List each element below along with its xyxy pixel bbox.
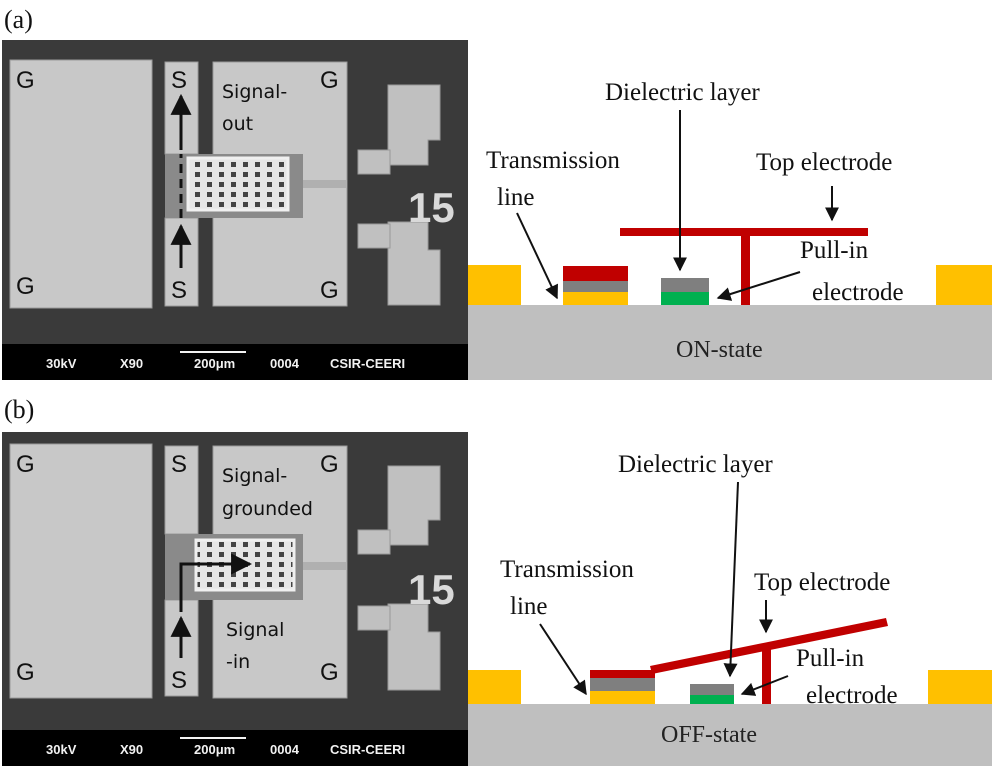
sem-institution-a: CSIR-CEERI <box>330 356 405 371</box>
arrow-signal-to-ground-b <box>179 553 253 612</box>
signal-grounded-line1: Signal- <box>222 465 287 487</box>
sem-institution-b: CSIR-CEERI <box>330 742 405 757</box>
signal-in-line1: Signal <box>226 619 284 641</box>
top-electrode-label-b: Top electrode <box>754 569 890 596</box>
side-structure-bottom-a <box>387 221 441 306</box>
s-label-b-top: S <box>171 451 187 478</box>
state-label-b: OFF-state <box>661 722 757 748</box>
sem-voltage-b: 30kV <box>46 742 77 757</box>
transmission-line-a <box>563 292 628 305</box>
sem-mag-b: X90 <box>120 742 143 757</box>
cross-section-a: ON-state Dielectric layer Top electrode … <box>468 79 992 380</box>
substrate-a <box>468 305 992 380</box>
signal-in-line2: -in <box>226 651 250 673</box>
panel-a-label: (a) <box>4 5 33 34</box>
transmission-line-b <box>590 691 655 704</box>
g-label-a-1: G <box>16 67 35 94</box>
g-label-a-4: G <box>320 277 339 304</box>
sem-info-bar-b <box>2 730 468 766</box>
g-label-b-3: G <box>320 451 339 478</box>
top-electrode-label-a: Top electrode <box>756 149 892 176</box>
perforated-membrane-a <box>186 156 290 212</box>
ground-pad-left-a <box>9 59 153 309</box>
sem-scale-b: 200μm <box>194 742 235 757</box>
signal-out-line1: Signal- <box>222 81 287 103</box>
ground-left-a <box>468 265 521 305</box>
sem-number-a: 0004 <box>270 356 300 371</box>
signal-pad-top-b <box>164 445 199 535</box>
side-structure-bottom-b <box>387 603 441 691</box>
anchor-post-b <box>762 645 771 704</box>
sem-image-a: 15 G G G G S S Signal- out 30kV X90 200μ… <box>2 40 468 380</box>
sem-info-bar-a <box>2 344 468 380</box>
transmission-label-b-2: line <box>510 593 548 620</box>
pullin-label-a-1: Pull-in <box>800 237 869 264</box>
g-label-a-3: G <box>320 67 339 94</box>
transmission-label-a-2: line <box>497 184 535 211</box>
pullin-electrode-a <box>661 292 709 305</box>
ground-right-a <box>936 265 992 305</box>
chip-number-a: 15 <box>408 184 455 231</box>
s-label-a-top: S <box>171 67 187 94</box>
sem-voltage-a: 30kV <box>46 356 77 371</box>
dielectric-label-b: Dielectric layer <box>618 451 773 478</box>
ground-left-b <box>468 670 521 704</box>
state-label-a: ON-state <box>676 337 763 363</box>
pullin-electrode-b <box>690 695 734 704</box>
pullin-label-b-1: Pull-in <box>796 645 865 672</box>
substrate-b <box>468 704 992 766</box>
sem-mag-a: X90 <box>120 356 143 371</box>
chip-number-b: 15 <box>408 566 455 613</box>
g-label-b-1: G <box>16 451 35 478</box>
g-label-a-2: G <box>16 273 35 300</box>
ground-right-b <box>928 670 992 704</box>
dielectric-a <box>661 278 709 292</box>
pullin-label-a-2: electrode <box>812 279 904 306</box>
s-label-a-bottom: S <box>171 277 187 304</box>
g-label-b-2: G <box>16 659 35 686</box>
pullin-label-b-2: electrode <box>806 682 898 709</box>
s-label-b-bottom: S <box>171 667 187 694</box>
sem-image-b: 15 G G G G S S Signal- grounded Signal -… <box>2 432 468 766</box>
anchor-post-a <box>741 228 750 305</box>
sem-number-b: 0004 <box>270 742 300 757</box>
transmission-label-a-1: Transmission <box>486 147 620 174</box>
sem-scale-a: 200μm <box>194 356 235 371</box>
panel-b-label: (b) <box>4 395 34 424</box>
dielectric-b <box>690 684 734 695</box>
signal-out-line2: out <box>222 113 253 135</box>
dielectric-label-a: Dielectric layer <box>605 79 760 106</box>
signal-grounded-line2: grounded <box>222 498 313 520</box>
g-label-b-4: G <box>320 659 339 686</box>
cross-section-b: OFF-state Dielectric layer Top electrode… <box>468 451 992 766</box>
ground-pad-left-b <box>9 443 153 699</box>
transmission-label-b-1: Transmission <box>500 556 634 583</box>
